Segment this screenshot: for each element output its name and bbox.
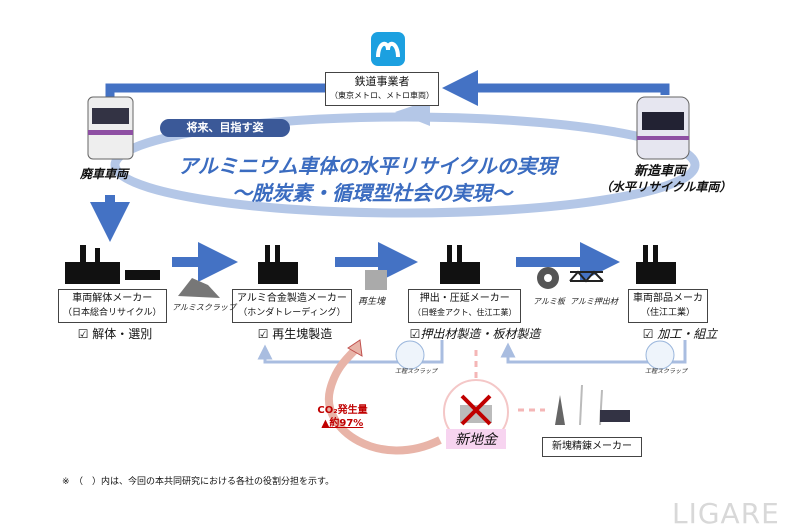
cycle-arrowhead xyxy=(395,100,430,126)
wind-turbine-icon xyxy=(579,384,603,426)
stage-box-alloy: アルミ合金製造メーカー （ホンダトレーディング） xyxy=(232,289,352,323)
task-extrusion: ☑押出材製造・板材製造 xyxy=(409,327,541,341)
factory-icons xyxy=(65,245,676,284)
ingot-label: 再生塊 xyxy=(358,297,386,307)
solar-panel-icon xyxy=(600,410,630,422)
stage-company: （日本総合リサイクル） xyxy=(63,308,162,318)
arrow-newcar-to-operator xyxy=(442,70,670,106)
operator-box: 鉄道事業者 （東京メトロ、メトロ車両） xyxy=(325,72,439,106)
stage-box-dismantler: 車両解体メーカー （日本総合リサイクル） xyxy=(58,289,167,323)
co2-reduction: CO₂発生量 ▲約97% xyxy=(310,404,375,430)
operator-name: 鉄道事業者 xyxy=(354,75,410,88)
new-metal-label: 新地金 xyxy=(446,429,506,449)
stage-name: 押出・圧延メーカー xyxy=(419,293,510,304)
sheet-label: アルミ板 xyxy=(533,297,565,306)
scrap-label: アルミスクラップ xyxy=(172,303,236,312)
task-assembly: ☑ 加工・組立 xyxy=(642,327,718,341)
scrap-return-1 xyxy=(257,340,444,364)
stage-name: アルミ合金製造メーカー xyxy=(237,293,347,304)
ingot-icon xyxy=(365,270,387,290)
extrusion-icon xyxy=(569,270,604,283)
task-dismantle: ☑ 解体・選別 xyxy=(77,327,153,341)
cross-icon xyxy=(460,394,492,426)
process-scrap-label: 工程スクラップ xyxy=(395,368,438,375)
co2-value: ▲約97% xyxy=(321,418,364,429)
stage-company: （住江工業） xyxy=(640,308,695,318)
stage-box-parts: 車両部品メーカ （住江工業） xyxy=(628,289,708,323)
old-train-icon xyxy=(87,96,134,160)
stage-name: 車両解体メーカー xyxy=(72,293,153,304)
chimney-icon xyxy=(555,395,565,425)
scrap-pile-icon xyxy=(178,278,220,298)
headline-line1: アルミニウム車体の水平リサイクルの実現 xyxy=(178,154,557,178)
cycle-ellipse xyxy=(110,112,700,218)
scrap-return-2 xyxy=(500,340,687,364)
footnote: ※ （ ）内は、今回の本共同研究における各社の役割分担を示す。 xyxy=(62,477,335,487)
stage-company: （日軽金アクト、住江工業） xyxy=(413,308,517,317)
process-scrap-icon xyxy=(645,340,675,370)
stage-company: （ホンダトレーディング） xyxy=(238,308,346,318)
future-label: 将来、目指す姿 xyxy=(160,119,290,137)
smelter-box: 新塊精錬メーカー xyxy=(542,437,642,457)
new-car-sub-label: （水平リサイクル車両） xyxy=(600,180,732,194)
stage-box-extrusion: 押出・圧延メーカー （日軽金アクト、住江工業） xyxy=(408,289,522,323)
extrusion-label: アルミ押出材 xyxy=(570,297,618,306)
co2-curve-arrow xyxy=(324,347,442,455)
line-operator-to-oldcar xyxy=(105,83,335,100)
process-scrap-label: 工程スクラップ xyxy=(645,368,688,375)
task-ingot: ☑ 再生塊製造 xyxy=(257,327,333,341)
process-scrap-icon xyxy=(395,340,425,370)
headline-line2: ～脱炭素・循環型社会の実現～ xyxy=(232,181,512,205)
new-car-label: 新造車両 xyxy=(633,164,686,179)
operator-detail: （東京メトロ、メトロ車両） xyxy=(330,91,434,100)
watermark: LIGARE xyxy=(672,497,780,530)
co2-label: CO₂発生量 xyxy=(317,405,368,416)
old-car-label: 廃車車両 xyxy=(80,167,129,181)
stage-name: 車両部品メーカ xyxy=(633,293,703,304)
